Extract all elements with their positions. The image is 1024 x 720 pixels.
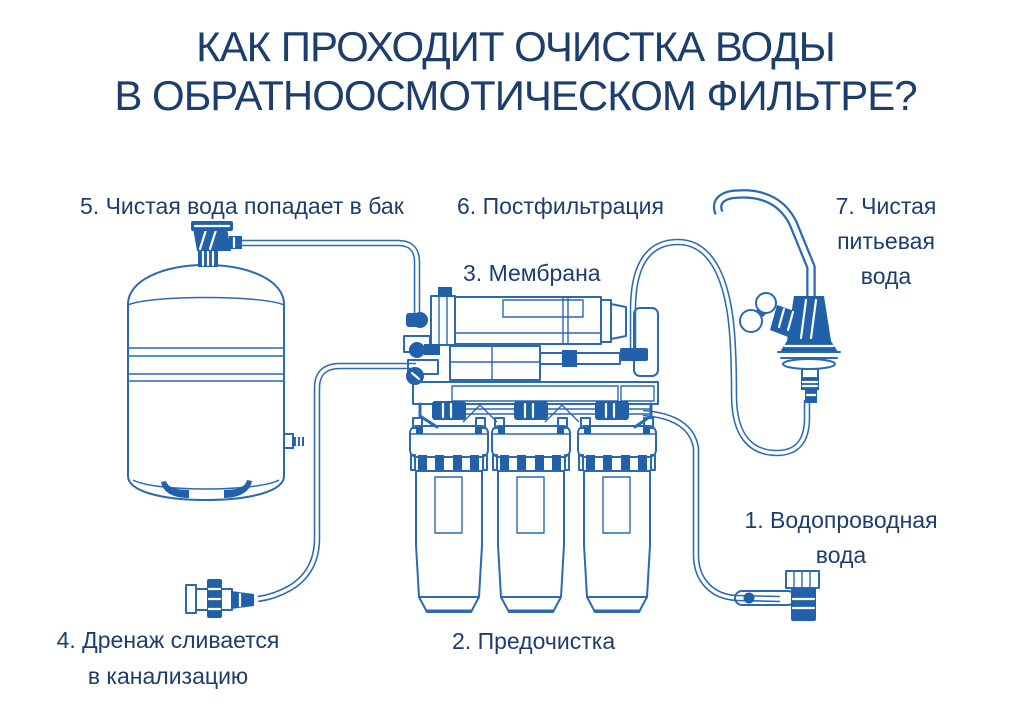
left-fittings bbox=[403, 312, 440, 385]
label-step4: 4. Дренаж сливается в канализацию bbox=[56, 627, 280, 689]
prefilter-cartridge-1 bbox=[409, 417, 489, 613]
prefilter-cartridges bbox=[409, 417, 657, 613]
inlet-valve bbox=[734, 570, 820, 621]
inlet-tube bbox=[642, 409, 781, 603]
tank-foot bbox=[161, 481, 189, 498]
label-step1: 1. Водопроводная вода bbox=[744, 507, 938, 568]
label-step2: 2. Предочистка bbox=[452, 628, 616, 654]
manifold-clamps bbox=[432, 401, 629, 420]
faucet-stem bbox=[801, 368, 819, 403]
prefilter-cartridge-2 bbox=[491, 417, 571, 613]
label-step3: 3. Мембрана bbox=[463, 260, 601, 286]
label-step6: 6. Постфильтрация bbox=[457, 193, 664, 219]
storage-tank bbox=[127, 221, 304, 501]
drinking-water-faucet bbox=[713, 189, 841, 403]
drain-saddle-clamp bbox=[185, 579, 254, 618]
title-line-1: КАК ПРОХОДИТ ОЧИСТКА ВОДЫ bbox=[196, 23, 836, 70]
drain-tube bbox=[257, 362, 416, 603]
membrane-housing bbox=[430, 287, 627, 346]
faucet-spout bbox=[713, 189, 816, 299]
label-step5: 5. Чистая вода попадает в бак bbox=[80, 193, 404, 219]
tank-to-membrane-tube bbox=[240, 239, 421, 325]
label-step7: 7. Чистая питьевая вода bbox=[835, 193, 937, 289]
prefilter-cartridge-3 bbox=[577, 417, 657, 613]
title-line-2: В ОБРАТНООСМОТИЧЕСКОМ ФИЛЬТРЕ? bbox=[114, 72, 917, 119]
faucet-handle bbox=[739, 292, 803, 340]
tank-valve bbox=[191, 221, 242, 267]
page-title: КАК ПРОХОДИТ ОЧИСТКА ВОДЫ В ОБРАТНООСМОТ… bbox=[7, 22, 1024, 120]
tank-foot bbox=[224, 480, 252, 498]
membrane-assembly bbox=[403, 287, 659, 429]
membrane-to-faucet-tube bbox=[629, 238, 811, 457]
